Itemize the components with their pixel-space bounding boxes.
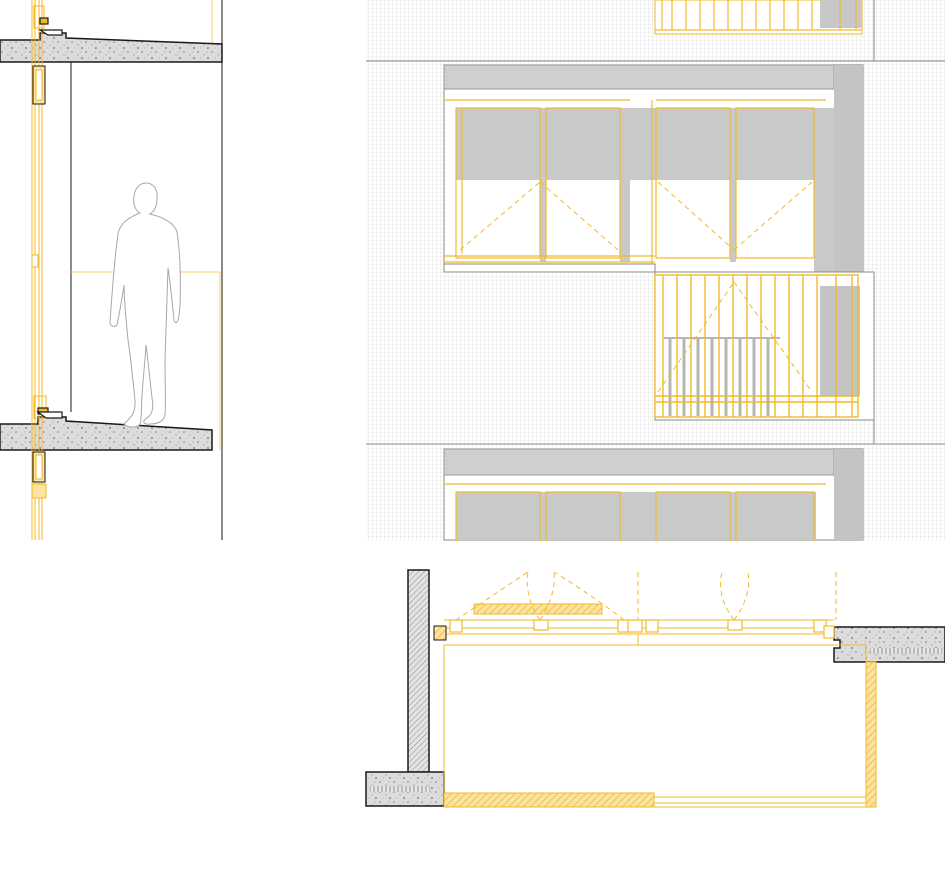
insulation-hatch-icon [870, 648, 942, 654]
balcony-side-rail [865, 661, 877, 808]
upper-floor-slab [0, 32, 223, 63]
window-frame-section [31, 0, 47, 540]
lower-floor-slab [0, 416, 213, 451]
elevation-view [366, 0, 945, 561]
recessed-loggia [443, 64, 864, 273]
section-view [0, 0, 223, 540]
door-swing-icon [459, 181, 813, 251]
party-wall [407, 569, 430, 773]
insulation-hatch-icon [370, 786, 430, 792]
plan-view [365, 569, 945, 808]
upper-balcony [654, 0, 863, 35]
balcony-parapet [443, 792, 655, 808]
lower-loggia [443, 448, 864, 553]
frame-node [449, 619, 835, 639]
door-swing-icon [455, 571, 837, 621]
human-figure-icon [109, 182, 181, 428]
balcony-outline [443, 644, 867, 808]
projecting-balcony [654, 271, 875, 421]
frame-detail [36, 17, 63, 419]
radiator [473, 603, 603, 615]
view-mask [366, 541, 945, 561]
